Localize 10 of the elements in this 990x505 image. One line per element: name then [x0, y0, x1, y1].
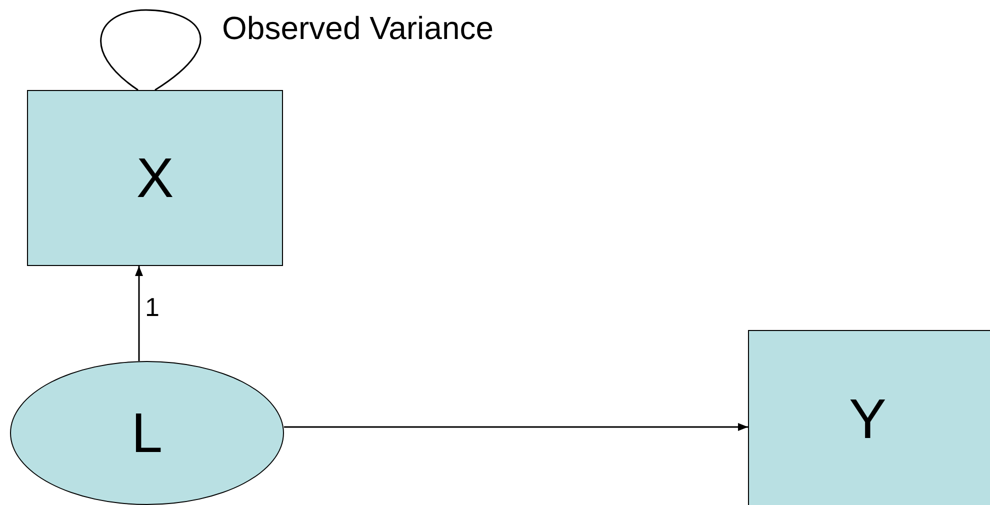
arrow — [284, 423, 748, 431]
variable-label: X — [136, 150, 174, 206]
edge-label: 1 — [145, 294, 160, 320]
variable-label: Y — [849, 391, 886, 447]
observed-box — [748, 330, 990, 505]
self-loop — [100, 9, 202, 91]
variable-label: L — [131, 405, 163, 461]
edge-label: Observed Variance — [222, 12, 494, 44]
observed-box — [27, 90, 283, 266]
arrow — [135, 266, 143, 361]
